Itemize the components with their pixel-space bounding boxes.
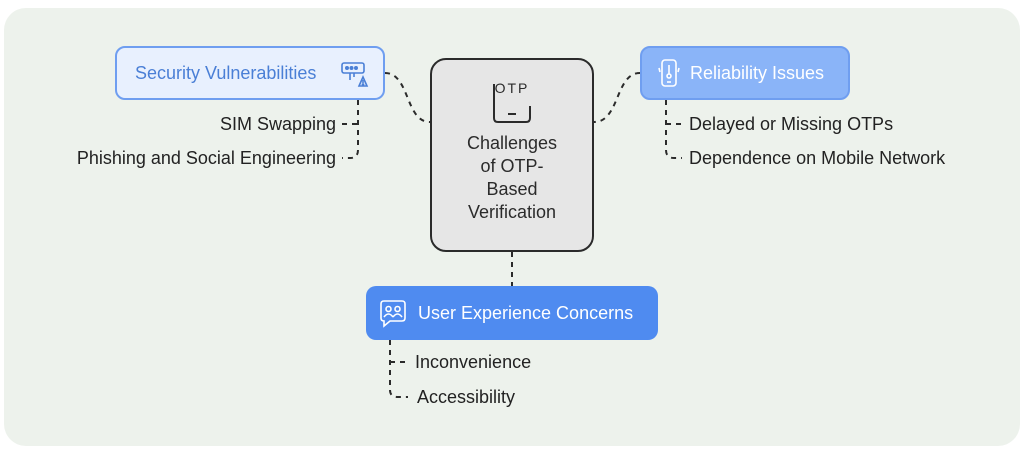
connector-reliability-center bbox=[593, 72, 641, 123]
users-chat-icon bbox=[378, 298, 408, 328]
password-warning-icon bbox=[341, 60, 369, 88]
leaf-delayed-otps: Delayed or Missing OTPs bbox=[689, 114, 894, 134]
connector-reliability-leaves bbox=[665, 100, 682, 159]
reliability-issues-label: Reliability Issues bbox=[690, 62, 825, 83]
connector-ux-leaves bbox=[389, 340, 408, 398]
otp-icon-text: OTP bbox=[495, 80, 530, 96]
center-title: Challenges of OTP- Based Verification bbox=[466, 133, 558, 222]
leaf-phishing: Phishing and Social Engineering bbox=[76, 148, 336, 168]
leaf-inconvenience: Inconvenience bbox=[415, 352, 532, 372]
otp-phone-icon: OTP bbox=[488, 78, 536, 124]
leaf-mobile-network: Dependence on Mobile Network bbox=[689, 148, 946, 168]
connector-security-leaves bbox=[342, 100, 359, 159]
user-experience-node: User Experience Concerns bbox=[366, 286, 658, 340]
leaf-accessibility: Accessibility bbox=[417, 387, 516, 407]
reliability-issues-node: Reliability Issues bbox=[640, 46, 850, 100]
phone-thermometer-icon bbox=[658, 58, 680, 88]
security-vulnerabilities-label: Security Vulnerabilities bbox=[135, 62, 317, 83]
center-node: OTP Challenges of OTP- Based Verificatio… bbox=[430, 58, 594, 252]
security-vulnerabilities-node: Security Vulnerabilities bbox=[115, 46, 385, 100]
user-experience-label: User Experience Concerns bbox=[418, 302, 634, 323]
connector-security-center bbox=[384, 72, 431, 123]
leaf-sim-swapping: SIM Swapping bbox=[219, 114, 336, 134]
